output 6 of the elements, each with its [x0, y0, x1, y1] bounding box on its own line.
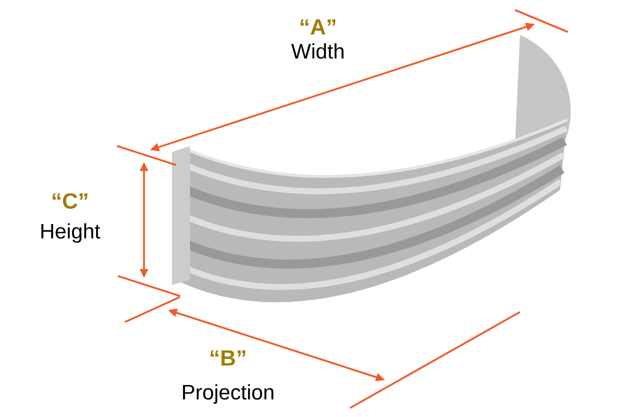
dimension-label: Width	[291, 43, 344, 59]
dimension-letter: “B”	[210, 350, 246, 366]
dimension-letter: “C”	[52, 193, 88, 209]
dimension-label: Projection	[183, 384, 274, 404]
dimension-letter: “A”	[300, 19, 336, 35]
dimension-label: Height	[41, 223, 100, 243]
